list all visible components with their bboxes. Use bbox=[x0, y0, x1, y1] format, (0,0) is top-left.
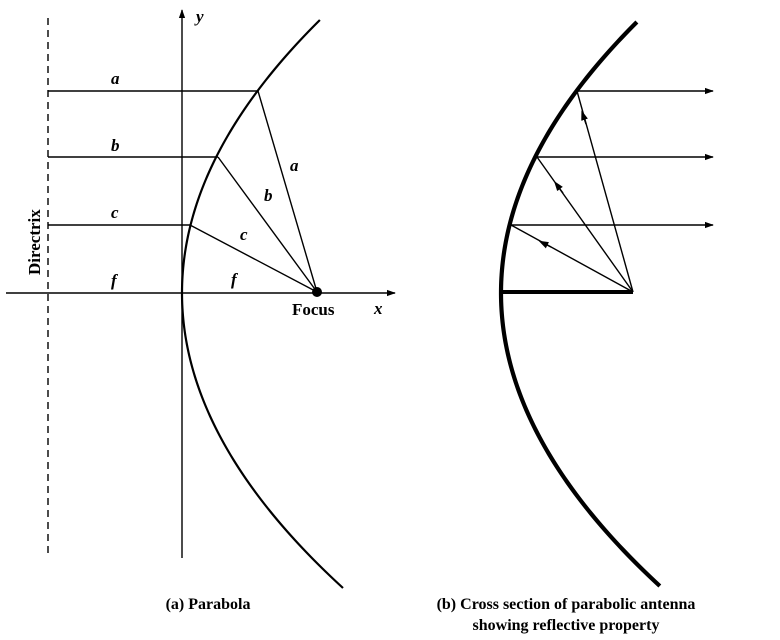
caption-b-line1: (b) Cross section of parabolic antenna bbox=[437, 596, 696, 613]
focal-line-c bbox=[189, 224, 318, 293]
parabola-curve bbox=[180, 19, 344, 589]
focal-label-b: b bbox=[264, 186, 273, 205]
focal-line-a bbox=[257, 90, 318, 293]
ray-incident-bottom bbox=[510, 224, 634, 293]
ray-arrow-bottom bbox=[538, 240, 552, 249]
horizontal-label-c: c bbox=[111, 203, 119, 222]
y-axis-label: y bbox=[194, 7, 204, 26]
x-axis-label: x bbox=[373, 299, 383, 318]
caption-a: (a) Parabola bbox=[166, 596, 251, 613]
ray-arrow-top bbox=[581, 110, 588, 125]
antenna-dish-curve bbox=[498, 20, 662, 588]
ray-arrow-middle bbox=[554, 181, 564, 194]
caption-b-line2: showing reflective property bbox=[473, 617, 660, 634]
directrix-label: Directrix bbox=[25, 209, 44, 275]
horizontal-label-f: f bbox=[111, 271, 119, 290]
ray-incident-top bbox=[576, 90, 634, 293]
focal-label-f: f bbox=[231, 270, 239, 289]
focal-line-b bbox=[217, 156, 318, 293]
panel-b: (b) Cross section of parabolic antenna s… bbox=[437, 20, 714, 634]
panel-a: Directrix x y Focus a b c f a b c f (a) … bbox=[6, 7, 396, 613]
focus-label: Focus bbox=[292, 300, 335, 319]
focal-label-a: a bbox=[290, 156, 299, 175]
horizontal-label-b: b bbox=[111, 136, 120, 155]
horizontal-label-a: a bbox=[111, 69, 120, 88]
focus-point bbox=[312, 287, 322, 297]
focal-label-c: c bbox=[240, 225, 248, 244]
